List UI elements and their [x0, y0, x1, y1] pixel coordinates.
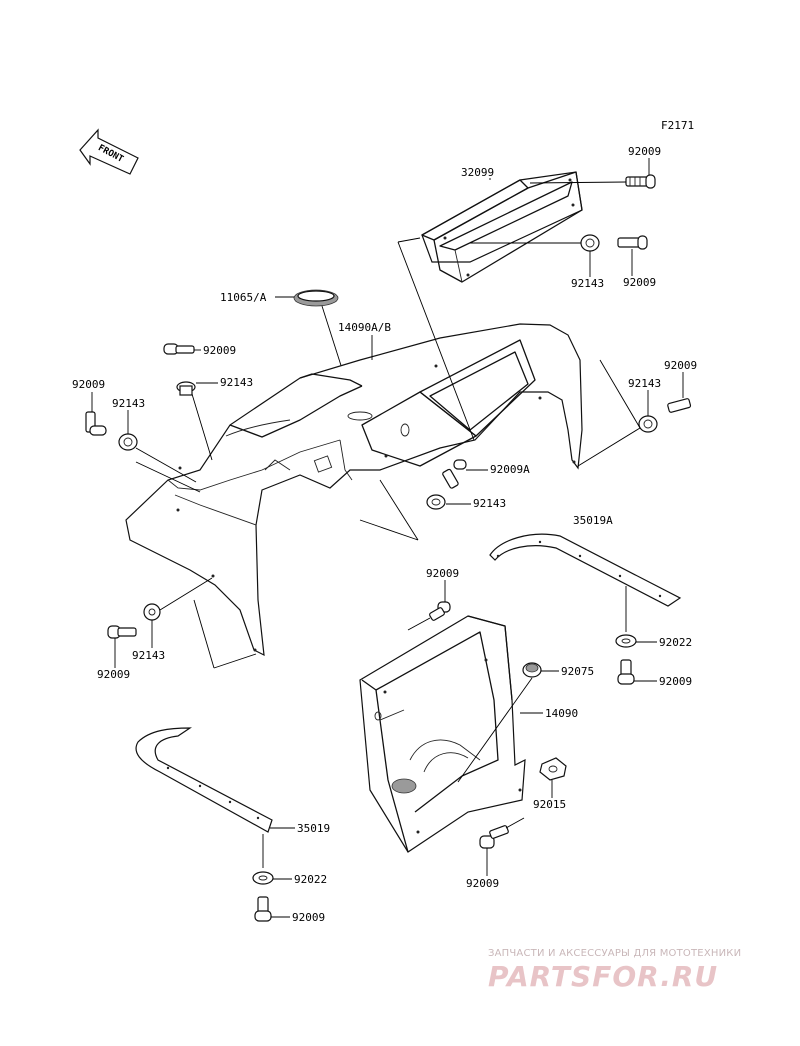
callout-92009a: 92009A: [490, 463, 530, 476]
callout-92009-upper-left: 92009: [203, 344, 236, 357]
callout-92143-top: 92143: [571, 277, 604, 290]
watermark-logo: PARTSFOR.RU: [488, 960, 719, 993]
screw-92009-top-icon: [625, 174, 656, 189]
screw-92009a-icon: [442, 459, 467, 489]
screw-92009-bottom-left-icon: [107, 625, 137, 639]
callout-92022-right: 92022: [659, 636, 692, 649]
callout-92009-lower-left: 92009: [292, 911, 325, 924]
callout-35019a: 35019A: [573, 514, 613, 527]
callout-14090ab: 14090A/B: [338, 321, 391, 334]
grommet-92143-top-icon: [580, 234, 600, 252]
figure-code: F2171: [661, 119, 694, 132]
callout-92009-top2: 92009: [623, 276, 656, 289]
part-14090-lower-panel: [359, 615, 526, 853]
screw-92009-lower-left-icon: [254, 896, 272, 922]
front-arrow-icon: FRONT: [79, 128, 139, 175]
cap-11065a-icon: [293, 289, 339, 307]
grommet-92143-left-icon: [118, 433, 138, 451]
washer-92022-left-icon: [252, 871, 274, 885]
callout-92075: 92075: [561, 665, 594, 678]
screw-92009-bottom-icon: [479, 825, 509, 849]
grommet-92075-icon: [522, 662, 542, 678]
screw-92009-mid-icon: [429, 601, 451, 621]
callout-14090: 14090: [545, 707, 578, 720]
callout-11065a: 11065/A: [220, 291, 267, 304]
screw-92009-right-icon: [667, 398, 692, 413]
grommet-92143-upper-left-icon: [176, 381, 196, 396]
callout-92009-right: 92009: [664, 359, 697, 372]
callout-92009-bottom-left: 92009: [97, 668, 130, 681]
callout-92143-right: 92143: [628, 377, 661, 390]
grommet-92143-mid-icon: [426, 494, 446, 510]
part-35019-trim: [135, 727, 273, 833]
grommet-92143-bottom-left-icon: [143, 603, 161, 621]
part-35019a-trim: [489, 533, 682, 607]
callout-92009-top: 92009: [628, 145, 661, 158]
part-32099-tray: [421, 171, 583, 283]
callout-92143-left: 92143: [112, 397, 145, 410]
callout-92009-right2: 92009: [659, 675, 692, 688]
callout-92009-mid: 92009: [426, 567, 459, 580]
watermark-caption: ЗАПЧАСТИ И АКСЕССУАРЫ ДЛЯ МОТОТЕХНИКИ: [488, 948, 742, 959]
callout-92022-left: 92022: [294, 873, 327, 886]
screw-92009-upper-left-icon: [163, 343, 195, 355]
callout-35019: 35019: [297, 822, 330, 835]
nut-92015-icon: [539, 757, 567, 781]
callout-92009-bottom: 92009: [466, 877, 499, 890]
washer-92022-right-icon: [615, 634, 637, 648]
callout-92009-left: 92009: [72, 378, 105, 391]
callout-92143-mid: 92143: [473, 497, 506, 510]
callout-92015: 92015: [533, 798, 566, 811]
screw-92009-left-icon: [85, 411, 107, 436]
callout-92143-bottom-left: 92143: [132, 649, 165, 662]
callout-32099: 32099: [461, 166, 494, 179]
screw-92009-right2-icon: [617, 659, 635, 685]
grommet-92143-right-icon: [638, 415, 658, 433]
part-14090ab-front-fender: [125, 323, 583, 657]
screw-92009-top2-icon: [617, 235, 648, 250]
callout-92143-upper-left: 92143: [220, 376, 253, 389]
